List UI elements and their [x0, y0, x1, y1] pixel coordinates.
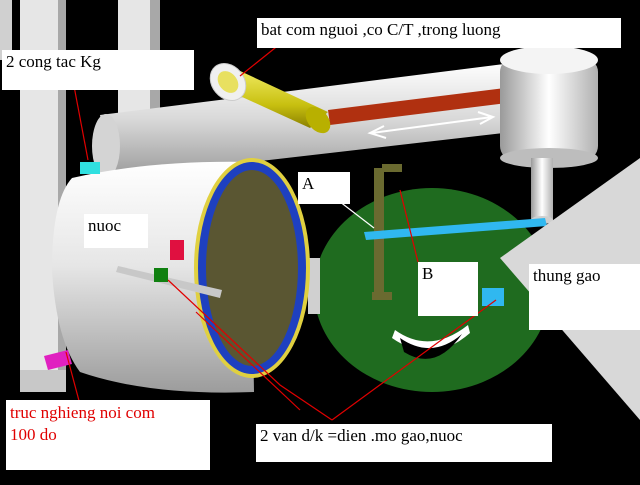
- label-cong-tac: 2 cong tac Kg: [2, 50, 194, 90]
- label-a: A: [298, 172, 350, 204]
- label-truc-nghieng-line2: 100 do: [10, 425, 57, 444]
- label-van: 2 van d/k =dien .mo gao,nuoc: [256, 424, 552, 462]
- label-truc-nghieng-line1: truc nghieng noi com: [10, 403, 155, 422]
- yellow-cylinder: [209, 63, 331, 134]
- blue-pipe: [364, 218, 547, 240]
- label-bat-com: bat com nguoi ,co C/T ,trong luong: [257, 18, 621, 48]
- rice-pot: [52, 158, 310, 393]
- motion-arrow: [367, 111, 496, 139]
- label-truc-nghieng: truc nghieng noi com 100 do: [6, 400, 210, 470]
- label-b: B: [418, 262, 478, 316]
- label-thung-gao: thung gao: [529, 264, 640, 330]
- pipe-elbow: [500, 46, 598, 224]
- label-nuoc: nuoc: [84, 214, 148, 248]
- tilt-shaft: [44, 350, 72, 370]
- rice-valve: [482, 288, 504, 306]
